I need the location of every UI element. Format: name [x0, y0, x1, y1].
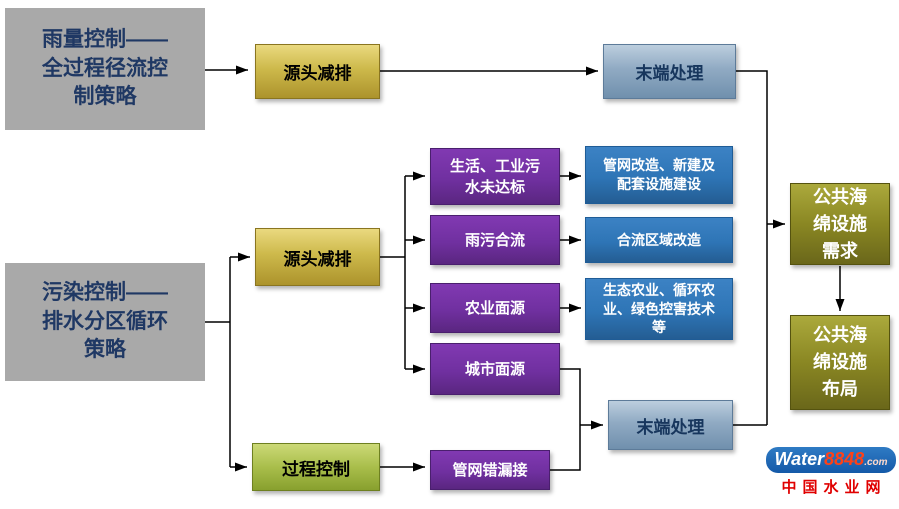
- node-rainfall-strategy: 雨量控制—— 全过程径流控 制策略: [5, 8, 205, 130]
- node-source-reduction-mid: 源头减排: [255, 228, 380, 286]
- node-urban-nonpoint: 城市面源: [430, 343, 560, 395]
- node-pipe-network-renovation: 管网改造、新建及 配套设施建设: [585, 146, 733, 204]
- logo-tld-text: .com: [864, 457, 888, 468]
- logo-badge: Water8848.com: [766, 447, 896, 473]
- node-sponge-facility-demand: 公共海 绵设施 需求: [790, 183, 890, 265]
- node-pipe-misconnection: 管网错漏接: [430, 450, 550, 490]
- logo-water-text: Water: [774, 449, 825, 469]
- node-rain-sewage-combined: 雨污合流: [430, 215, 560, 265]
- node-process-control: 过程控制: [252, 443, 380, 491]
- node-sponge-facility-layout: 公共海 绵设施 布局: [790, 315, 890, 410]
- node-end-treatment-bottom: 末端处理: [608, 400, 733, 450]
- node-agricultural-nonpoint: 农业面源: [430, 283, 560, 333]
- node-eco-agriculture: 生态农业、循环农 业、绿色控害技术 等: [585, 278, 733, 340]
- node-combined-area-renovation: 合流区域改造: [585, 217, 733, 263]
- node-domestic-industrial-wastewater: 生活、工业污 水未达标: [430, 148, 560, 205]
- logo-site-name: 中国水业网: [781, 479, 887, 496]
- node-pollution-strategy: 污染控制—— 排水分区循环 策略: [5, 263, 205, 381]
- node-source-reduction-top: 源头减排: [255, 44, 380, 99]
- node-end-treatment-top: 末端处理: [603, 44, 736, 99]
- logo-number-text: 8848: [824, 449, 865, 469]
- water8848-logo: Water8848.com 中国水业网: [764, 447, 898, 497]
